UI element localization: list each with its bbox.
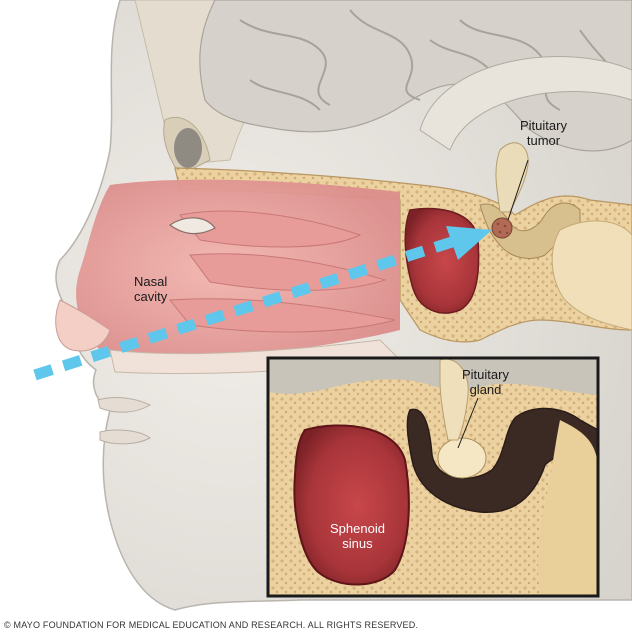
inset-magnified-view [266, 356, 600, 598]
label-pituitary-tumor: Pituitary tumor [520, 118, 567, 148]
inset-frame [266, 356, 600, 598]
pituitary-tumor [491, 217, 513, 239]
gland-leader-line [457, 397, 479, 449]
inset-sella-outline [406, 407, 598, 513]
label-pituitary-tumor-line2: tumor [526, 133, 561, 148]
inset-pituitary-gland [437, 437, 487, 479]
eye [168, 217, 216, 235]
label-sphenoid-sinus: Sphenoid sinus [330, 521, 385, 551]
lips [97, 397, 152, 445]
pituitary-stalk [495, 142, 529, 213]
label-pituitary-gland-line1: Pituitary [462, 367, 509, 382]
label-sphenoid-sinus-line2: sinus [342, 536, 373, 551]
inset-sphenoid-sinus [293, 424, 410, 586]
nasal-turbinates [169, 210, 396, 333]
label-pituitary-gland: Pituitary gland [462, 367, 509, 397]
copyright-notice: © MAYO FOUNDATION FOR MEDICAL EDUCATION … [4, 620, 419, 630]
nose [55, 299, 111, 352]
corpus-callosum [419, 56, 632, 151]
tumor-leader-line [507, 159, 529, 221]
inset-pituitary-stalk [439, 358, 469, 441]
tumor-texture [496, 222, 509, 235]
inset-brain-band [268, 358, 598, 395]
surgical-path-arrowhead [446, 226, 492, 260]
brainstem [551, 220, 632, 331]
label-nasal-cavity-line2: cavity [134, 289, 168, 304]
label-pituitary-tumor-line1: Pituitary [520, 118, 567, 133]
surgical-path-dashes [33, 236, 454, 381]
brain [199, 0, 632, 152]
inset-clivus [537, 420, 598, 596]
label-nasal-cavity-line1: Nasal [134, 274, 168, 289]
frontal-sinus [174, 128, 202, 168]
label-sphenoid-sinus-line1: Sphenoid [330, 521, 385, 536]
sphenoid-sinus [404, 207, 480, 314]
surgical-approach-arrow [33, 226, 492, 381]
label-pituitary-gland-line2: gland [469, 382, 502, 397]
label-nasal-cavity: Nasal cavity [134, 274, 167, 304]
